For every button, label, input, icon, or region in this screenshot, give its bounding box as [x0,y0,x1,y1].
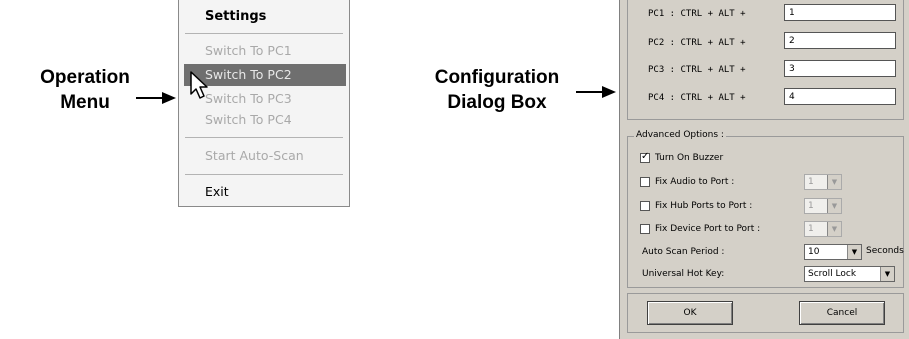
auto-scan-period-label: Auto Scan Period : [642,247,725,257]
fix-hub-port-select[interactable]: 1 ▼ [804,198,842,214]
config-caption-line2: Dialog Box [447,92,547,113]
configuration-dialog: PC1 : CTRL + ALT + PC2 : CTRL + ALT + PC… [619,0,909,339]
fix-audio-label: Fix Audio to Port : [655,177,735,187]
menu-divider [185,33,343,34]
hotkey-label-pc2: PC2 : CTRL + ALT + [648,38,746,48]
menu-divider [185,137,343,138]
universal-hotkey-label: Universal Hot Key: [642,269,725,279]
menu-item-settings[interactable]: Settings [205,9,267,24]
dropdown-arrow-icon[interactable]: ▼ [827,199,841,213]
menu-item-switch-pc2[interactable]: Switch To PC2 [184,64,346,86]
universal-hotkey-value: Scroll Lock [808,269,857,279]
button-group: OK Cancel [627,293,904,333]
auto-scan-period-select[interactable]: 10 ▼ [804,244,862,260]
fix-device-checkbox[interactable] [640,223,650,234]
dropdown-arrow-icon[interactable]: ▼ [847,245,861,259]
checkmark-icon: ✓ [641,150,650,162]
buzzer-checkbox[interactable]: ✓ [640,150,650,163]
arrow-right-icon [576,86,616,98]
menu-item-switch-pc3[interactable]: Switch To PC3 [205,91,292,106]
fix-hub-checkbox[interactable] [640,200,650,211]
fix-audio-option[interactable]: Fix Audio to Port : [640,175,734,189]
buzzer-label: Turn On Buzzer [655,153,724,163]
operation-menu: Settings Switch To PC1 Switch To PC2 Swi… [178,0,350,207]
mouse-pointer-icon [190,71,208,99]
menu-item-start-auto-scan[interactable]: Start Auto-Scan [205,148,304,163]
hotkey-input-pc4[interactable] [784,88,896,105]
hotkey-label-pc1: PC1 : CTRL + ALT + [648,9,746,19]
fix-hub-option[interactable]: Fix Hub Ports to Port : [640,199,752,213]
hotkey-group: PC1 : CTRL + ALT + PC2 : CTRL + ALT + PC… [627,0,904,120]
arrow-right-icon [136,92,176,104]
hotkey-label-pc3: PC3 : CTRL + ALT + [648,65,746,75]
config-caption-line1: Configuration [434,67,560,88]
dropdown-arrow-icon[interactable]: ▼ [827,175,841,189]
menu-item-switch-pc4[interactable]: Switch To PC4 [205,112,292,127]
fix-device-port-select[interactable]: 1 ▼ [804,221,842,237]
auto-scan-period-value: 10 [808,247,820,257]
operation-caption-line2: Menu [60,92,110,113]
ok-button[interactable]: OK [647,301,733,325]
fix-audio-checkbox[interactable] [640,176,650,187]
fix-device-option[interactable]: Fix Device Port to Port : [640,222,760,236]
fix-audio-port-value: 1 [808,177,814,187]
dropdown-arrow-icon[interactable]: ▼ [880,267,894,281]
hotkey-label-pc4: PC4 : CTRL + ALT + [648,93,746,103]
hotkey-input-pc3[interactable] [784,60,896,77]
menu-item-switch-pc1[interactable]: Switch To PC1 [205,43,292,58]
fix-hub-label: Fix Hub Ports to Port : [655,201,753,211]
dropdown-arrow-icon[interactable]: ▼ [827,222,841,236]
operation-menu-caption: Operation Menu [30,65,140,115]
buzzer-option[interactable]: ✓ Turn On Buzzer [640,151,723,165]
menu-divider [185,174,343,175]
advanced-options-group: Advanced Options : ✓ Turn On Buzzer Fix A… [627,130,904,288]
hotkey-input-pc1[interactable] [784,4,896,21]
auto-scan-unit: Seconds [866,246,904,256]
fix-hub-port-value: 1 [808,201,814,211]
fix-audio-port-select[interactable]: 1 ▼ [804,174,842,190]
menu-item-exit[interactable]: Exit [205,184,229,199]
universal-hotkey-select[interactable]: Scroll Lock ▼ [804,266,895,282]
fix-device-port-value: 1 [808,224,814,234]
config-dialog-caption: Configuration Dialog Box [412,65,582,115]
operation-caption-line1: Operation [40,67,130,88]
advanced-options-legend: Advanced Options : [634,130,726,140]
cancel-button[interactable]: Cancel [799,301,885,325]
fix-device-label: Fix Device Port to Port : [655,224,761,234]
hotkey-input-pc2[interactable] [784,32,896,49]
